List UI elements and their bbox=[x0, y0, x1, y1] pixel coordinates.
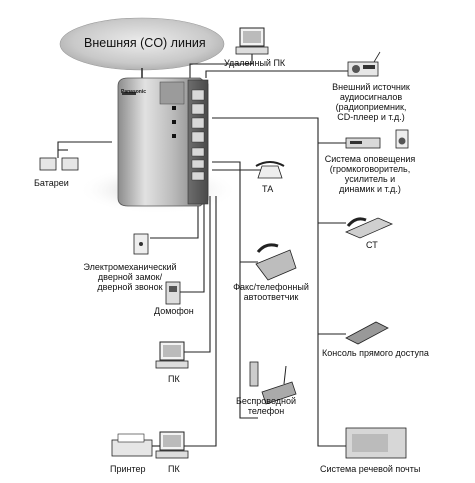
speaker-icon bbox=[395, 129, 409, 149]
dss-console-label: Консоль прямого доступа bbox=[322, 348, 429, 358]
amplifier-icon bbox=[345, 137, 381, 149]
st-label: СТ bbox=[366, 240, 378, 250]
printer-label: Принтер bbox=[110, 464, 146, 474]
analog-phone-icon bbox=[255, 161, 285, 179]
connection-lines bbox=[57, 54, 348, 447]
batteries-label: Батареи bbox=[34, 178, 69, 188]
dss-console-icon bbox=[345, 321, 389, 345]
printer-icon bbox=[111, 433, 153, 457]
paging-system-label: Система оповещения (громкоговоритель, ус… bbox=[324, 154, 416, 194]
cordless-phone-label: Беспроводной телефон bbox=[236, 396, 297, 416]
remote-pc-label: Удаленный ПК bbox=[224, 58, 286, 68]
co-line-label: Внешняя (CO) линия bbox=[84, 36, 206, 50]
external-audio-label: Внешний источник аудиосигналов (радиопри… bbox=[332, 82, 410, 122]
radio-icon bbox=[347, 51, 381, 77]
pbx-brand-label: Panasonic bbox=[121, 89, 147, 95]
voice-mail-label: Система речевой почты bbox=[320, 464, 421, 474]
pc-bottom-label: ПК bbox=[168, 464, 180, 474]
cordless-phone-icon bbox=[249, 361, 297, 405]
digital-phone-icon bbox=[344, 217, 394, 239]
fax-icon bbox=[255, 243, 297, 281]
pc-icon bbox=[155, 341, 189, 369]
doorphone-icon bbox=[165, 281, 181, 305]
batteries-icon bbox=[39, 157, 79, 171]
ta-label: ТА bbox=[262, 184, 274, 194]
door-lock-label: Электромеханический дверной замок/ дверн… bbox=[83, 262, 177, 292]
doorphone-label: Домофон bbox=[154, 306, 194, 316]
fax-label: Факс/телефонный автоответчик bbox=[233, 282, 309, 302]
voice-mail-icon bbox=[345, 427, 407, 459]
pc-bottom-icon bbox=[155, 431, 189, 459]
pbx-unit bbox=[117, 77, 209, 207]
pc-label: ПК bbox=[168, 374, 180, 384]
door-lock-icon bbox=[133, 233, 149, 255]
remote-pc-icon bbox=[235, 27, 269, 55]
